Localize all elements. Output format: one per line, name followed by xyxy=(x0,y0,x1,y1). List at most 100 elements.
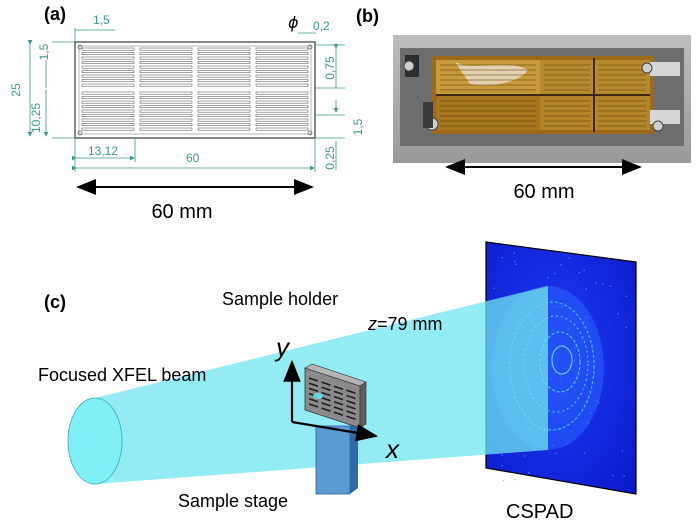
detector-speckle xyxy=(585,288,587,290)
slot xyxy=(197,114,251,118)
holder-slot xyxy=(333,401,344,406)
holder-slot xyxy=(308,387,319,393)
slot xyxy=(255,83,309,87)
slot xyxy=(81,61,135,65)
sample-holder-label: Sample holder xyxy=(222,289,338,309)
detector-speckle xyxy=(583,269,585,272)
holder-slot xyxy=(333,385,344,390)
slot xyxy=(255,56,309,60)
corner-hole xyxy=(307,130,313,136)
slot xyxy=(81,100,135,104)
x-axis-label: x xyxy=(384,434,400,464)
slot xyxy=(255,47,309,51)
detector-speckle xyxy=(625,326,628,329)
detector-speckle xyxy=(554,272,556,275)
slot xyxy=(81,70,135,74)
holder-slot xyxy=(346,394,356,400)
slot xyxy=(139,127,193,131)
x-axis-arrow xyxy=(291,420,379,442)
detector-speckle xyxy=(568,257,571,259)
detector-speckle xyxy=(602,283,604,285)
dim-column-width: 13,12 xyxy=(88,144,118,158)
detector-speckle xyxy=(493,287,495,289)
slot xyxy=(255,61,309,65)
detector-speckle xyxy=(527,472,530,474)
slot xyxy=(139,65,193,69)
stage-label: Sample stage xyxy=(178,491,288,511)
slot xyxy=(255,123,309,127)
holder-outline xyxy=(74,41,316,139)
holder-slot xyxy=(321,407,331,412)
slot xyxy=(197,74,251,78)
slot xyxy=(197,79,251,83)
slot xyxy=(139,79,193,83)
slot xyxy=(255,114,309,118)
slot xyxy=(197,65,251,69)
slot xyxy=(255,74,309,78)
slot xyxy=(255,65,309,69)
holder-slot xyxy=(333,395,344,401)
slot xyxy=(139,83,193,87)
holder-inner-outline xyxy=(78,45,312,135)
holder-slot xyxy=(333,411,344,416)
slot-pattern xyxy=(81,47,309,131)
dim-hole-diameter: ϕ 0,2 xyxy=(288,13,330,33)
dim-right-gap: 0,75 xyxy=(323,56,337,80)
slot xyxy=(197,127,251,131)
corner-hole xyxy=(77,130,83,136)
slot xyxy=(139,114,193,118)
detector-label: CSPAD xyxy=(506,501,573,523)
slot xyxy=(255,127,309,131)
dim-right-margin: 1,5 xyxy=(351,118,365,135)
holder-photo xyxy=(393,35,691,163)
corner-hole xyxy=(77,44,83,50)
slot xyxy=(81,109,135,113)
detector-speckle xyxy=(547,277,549,279)
slot xyxy=(255,52,309,56)
slot xyxy=(139,118,193,122)
dim-width-total: 60 xyxy=(186,151,200,165)
holder-slot xyxy=(346,410,356,415)
holder-slot xyxy=(308,398,319,403)
svg-text:0,2: 0,2 xyxy=(313,19,330,33)
panel-b-label: (b) xyxy=(356,6,379,26)
detector-speckle xyxy=(554,452,557,455)
slot xyxy=(81,79,135,83)
detector-speckle xyxy=(578,271,581,274)
slot xyxy=(139,52,193,56)
holder-slot xyxy=(321,402,331,407)
slot xyxy=(81,91,135,95)
holder-slot xyxy=(346,399,356,405)
detector-speckle xyxy=(609,285,612,287)
holder-slot xyxy=(346,405,356,410)
distance-label: z=79 mm xyxy=(367,314,443,334)
holder-slot xyxy=(308,403,319,408)
slot xyxy=(81,127,135,131)
detector-speckle xyxy=(514,478,516,481)
detector-speckle xyxy=(621,449,624,452)
holder-slot xyxy=(308,382,319,387)
slot xyxy=(139,123,193,127)
scale-label-b: 60 mm xyxy=(513,181,574,203)
detector-speckle xyxy=(617,312,619,315)
holder-slot xyxy=(321,391,331,397)
dim-top-margin: 1,5 xyxy=(93,13,110,27)
slot xyxy=(197,70,251,74)
slot xyxy=(139,96,193,100)
slot xyxy=(197,61,251,65)
slot xyxy=(139,47,193,51)
slot xyxy=(81,47,135,51)
slot xyxy=(197,96,251,100)
slot xyxy=(255,109,309,113)
holder-slot xyxy=(333,390,344,396)
slot xyxy=(255,105,309,109)
holder-slot xyxy=(308,377,319,382)
detector-speckle xyxy=(595,282,597,284)
slot xyxy=(255,91,309,95)
sample-stage xyxy=(315,418,358,495)
scale-label-a: 60 mm xyxy=(151,201,212,223)
svg-text:ϕ: ϕ xyxy=(288,13,299,32)
slot xyxy=(139,91,193,95)
slot xyxy=(81,118,135,122)
beam-label: Focused XFEL beam xyxy=(38,365,206,385)
